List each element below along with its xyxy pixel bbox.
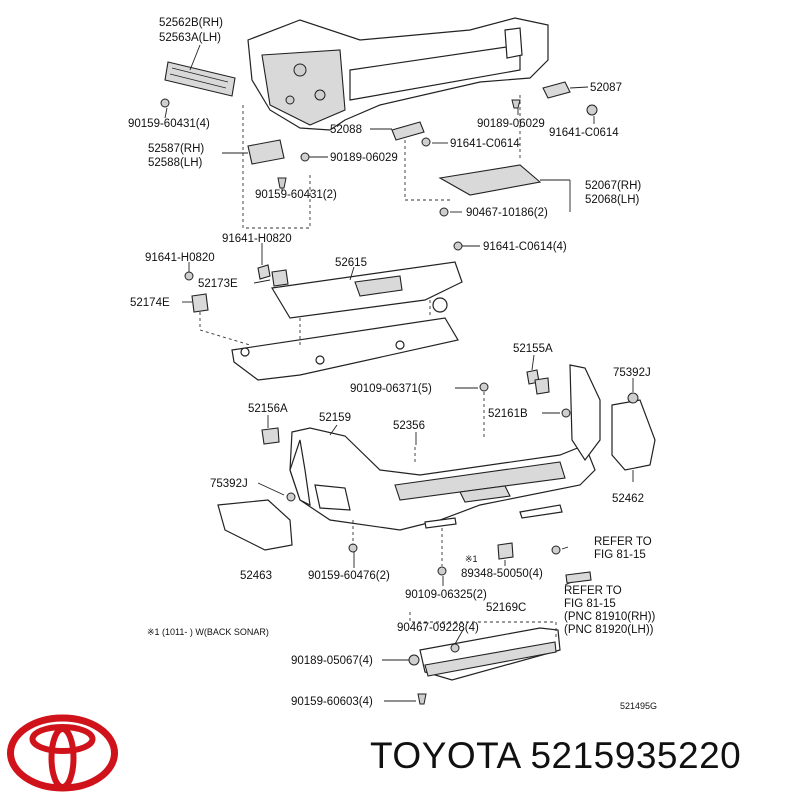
- part-52156A-drawing: [261, 427, 280, 445]
- part-52159-bumper-cover-drawing: [289, 364, 601, 531]
- label-52356: 52356: [393, 420, 425, 432]
- bolt-icon: [160, 98, 170, 108]
- bolt-icon: [439, 207, 449, 217]
- label-52088: 52088: [330, 124, 362, 136]
- part-labels: 52562B(RH) 52563A(LH) 90159-60431(4) 520…: [128, 17, 657, 711]
- label-90109-06371: 90109-06371(5): [350, 383, 432, 395]
- label-89348-50050: 89348-50050(4): [461, 568, 543, 580]
- label-90467-10186: 90467-10186(2): [466, 207, 548, 219]
- reflector-icon: [551, 545, 561, 555]
- nut-icon: [586, 104, 598, 116]
- part-89348-drawing: [497, 542, 514, 560]
- bolt-icon: [417, 693, 427, 705]
- label-90159-60603: 90159-60603(4): [291, 696, 373, 708]
- part-52173E-bracket-drawing: [271, 269, 289, 287]
- label-52562B: 52562B(RH): [159, 17, 223, 29]
- label-52087: 52087: [590, 82, 622, 94]
- bolt-icon: [348, 543, 358, 553]
- bolt-icon: [277, 177, 287, 189]
- label-52615: 52615: [335, 257, 367, 269]
- label-75392J-left: 75392J: [210, 478, 248, 490]
- part-52587-drawing: [247, 139, 285, 165]
- label-91641-C0614-top: 91641-C0614: [549, 127, 619, 139]
- label-90467-09228: 90467-09228(4): [397, 622, 479, 634]
- label-refer-to-1: REFER TO: [594, 536, 652, 548]
- label-diagram-code: 521495G: [620, 701, 657, 711]
- leader-lines: [164, 44, 634, 702]
- label-pnc-81920: (PNC 81920(LH)): [564, 624, 654, 636]
- label-52155A: 52155A: [513, 343, 553, 355]
- body-frame-drawing: [247, 17, 549, 131]
- bolt-icon: [408, 654, 420, 666]
- part-52615-reinforcement-drawing: [271, 261, 463, 319]
- part-52173E-drawing: [257, 264, 271, 280]
- part-52169C-step-pad-drawing: [419, 627, 561, 681]
- label-90159-60431-4: 90159-60431(4): [128, 118, 210, 130]
- label-91641-C0614-4: 91641-C0614(4): [483, 241, 567, 253]
- clip-drawing: [534, 377, 550, 395]
- label-note-mark: ※1: [465, 554, 478, 564]
- clip-icon: [627, 392, 639, 404]
- label-fig-81-15-1: FIG 81-15: [594, 549, 646, 561]
- label-52169C: 52169C: [486, 602, 526, 614]
- toyota-logo-icon: [7, 714, 118, 792]
- label-52068: 52068(LH): [585, 194, 640, 206]
- label-90189-05067: 90189-05067(4): [291, 655, 373, 667]
- bolt-icon: [561, 408, 571, 418]
- clip-icon: [286, 492, 296, 502]
- label-91641-H0820-lower: 91641-H0820: [145, 252, 215, 264]
- label-52159: 52159: [319, 412, 351, 424]
- label-90159-60431-2: 90159-60431(2): [255, 189, 337, 201]
- nut-icon: [421, 137, 431, 147]
- bolt-icon: [300, 152, 310, 162]
- label-90109-06325: 90109-06325(2): [405, 589, 487, 601]
- part-52087-drawing: [542, 81, 571, 99]
- bolt-icon: [511, 99, 521, 109]
- label-refer-to-2: REFER TO: [564, 585, 622, 597]
- label-52588: 52588(LH): [148, 157, 203, 169]
- lamp-reference-drawing: [565, 571, 592, 584]
- label-90189-06029-mid: 90189-06029: [330, 152, 398, 164]
- part-52462-drawing: [611, 399, 656, 471]
- label-52563A: 52563A(LH): [159, 32, 221, 44]
- part-52067-drawing: [438, 164, 542, 196]
- label-52463: 52463: [240, 570, 272, 582]
- part-52088-drawing: [391, 121, 425, 141]
- bolt-icon: [437, 566, 447, 576]
- label-90159-60476: 90159-60476(2): [308, 570, 390, 582]
- label-91641-H0820-upper: 91641-H0820: [222, 233, 292, 245]
- nut-icon: [450, 643, 460, 653]
- label-52174E: 52174E: [130, 297, 170, 309]
- bolt-icon: [479, 382, 489, 392]
- brand-part-number: TOYOTA 5215935220: [370, 735, 742, 776]
- label-fig-81-15-2: FIG 81-15: [564, 598, 616, 610]
- label-pnc-81910: (PNC 81910(RH)): [564, 611, 656, 623]
- label-52156A: 52156A: [248, 403, 288, 415]
- nut-icon: [184, 271, 194, 281]
- label-back-sonar-note: ※1 (1011- ) W(BACK SONAR): [147, 627, 269, 637]
- label-52067: 52067(RH): [585, 180, 641, 192]
- part-52174E-drawing: [191, 293, 209, 313]
- label-91641-C0614-mid: 91641-C0614: [450, 138, 520, 150]
- exploded-view-drawing: 52562B(RH) 52563A(LH) 90159-60431(4) 520…: [128, 17, 657, 711]
- label-52462: 52462: [612, 493, 644, 505]
- label-75392J-right: 75392J: [613, 367, 651, 379]
- part-52463-drawing: [217, 499, 293, 551]
- rear-frame-rail-drawing: [231, 317, 459, 381]
- label-52173E: 52173E: [198, 278, 238, 290]
- bolt-icon: [453, 241, 463, 251]
- label-52587: 52587(RH): [148, 143, 204, 155]
- part-52562B-drawing: [164, 61, 236, 97]
- label-90189-06029-top: 90189-06029: [477, 118, 545, 130]
- label-52161B: 52161B: [488, 408, 528, 420]
